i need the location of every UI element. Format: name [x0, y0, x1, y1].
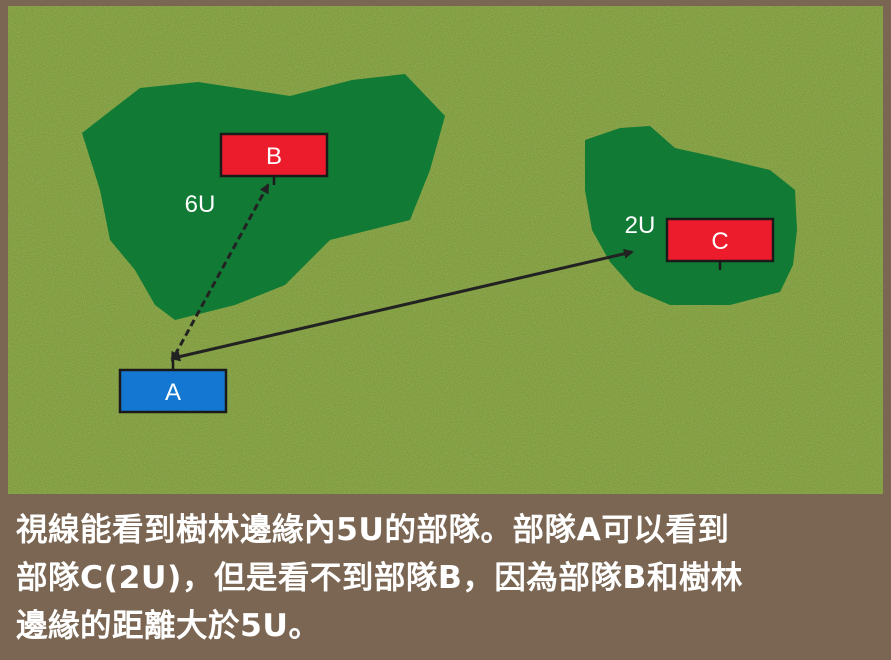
unit-a: A [118, 360, 228, 414]
los-arrow-a-c [170, 248, 634, 362]
caption-line-2: 部隊C(2U)，但是看不到部隊B，因為部隊B和樹林 [16, 560, 743, 596]
caption-line-1: 視線能看到樹林邊緣內5U的部隊。部隊A可以看到 [16, 512, 730, 548]
unit-b-box [219, 132, 329, 178]
distance-label-ab: 6U [185, 191, 216, 218]
distance-label-ac: 2U [625, 212, 656, 239]
unit-b: B [219, 132, 329, 185]
unit-c: C [665, 217, 775, 270]
caption-line-3: 邊緣的距離大於5U。 [16, 608, 321, 644]
unit-a-box [118, 368, 228, 414]
caption: 視線能看到樹林邊緣內5U的部隊。部隊A可以看到 部隊C(2U)，但是看不到部隊B… [16, 506, 878, 650]
unit-a-label: A [165, 379, 181, 406]
unit-c-label: C [711, 228, 728, 255]
terrain-map: B C A 6U 2U [8, 6, 883, 494]
unit-b-label: B [266, 143, 282, 170]
